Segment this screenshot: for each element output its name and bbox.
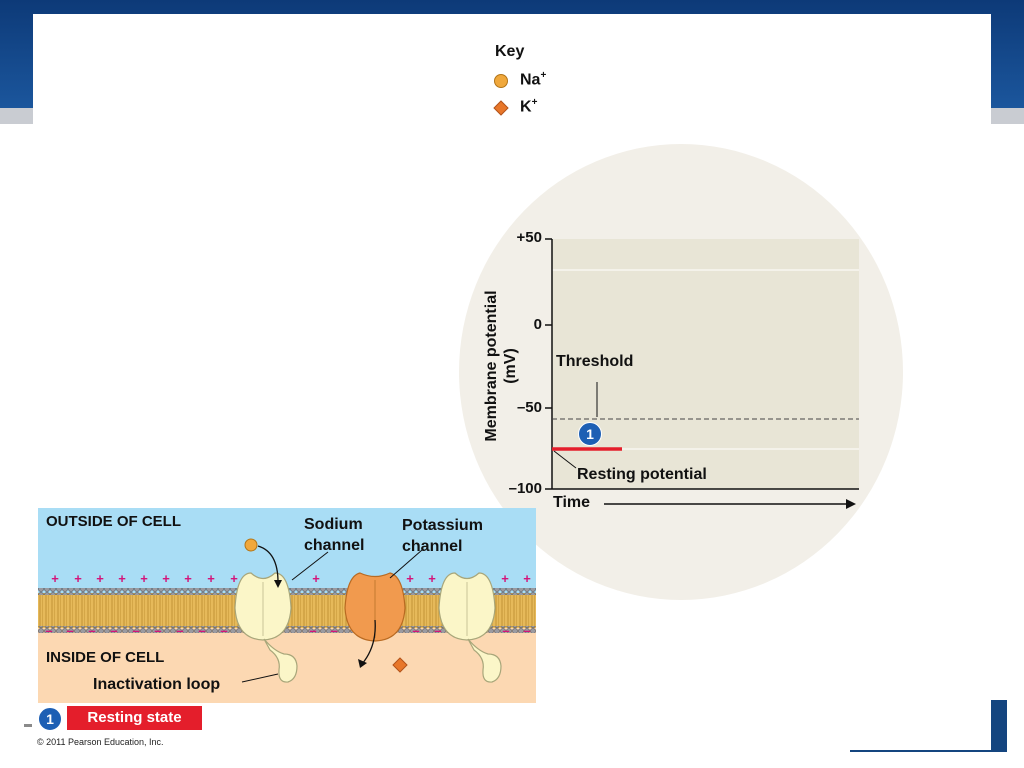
- key-k-icon: [493, 100, 509, 116]
- membrane-diagram: [38, 508, 536, 703]
- outside-charge-2: +: [96, 571, 104, 586]
- potassium-channel-label-line1: Potassium: [402, 517, 483, 534]
- key-k-label: K+: [520, 97, 538, 116]
- y-axis-label-line1: Membrane potential: [483, 290, 500, 442]
- y-axis-label: Membrane potential (mV): [482, 276, 522, 456]
- y-axis-label-line2: (mV): [502, 348, 519, 384]
- outside-charge-4: +: [140, 571, 148, 586]
- inside-charge-0: –: [45, 623, 53, 638]
- membrane-potential-graph: [545, 238, 859, 490]
- outside-of-cell-label: OUTSIDE OF CELL: [46, 513, 181, 530]
- footer-logo-frame: [991, 700, 1007, 752]
- inactivation-loop-label: Inactivation loop: [93, 676, 221, 693]
- tick-label-minus100: –100: [508, 480, 542, 497]
- inside-charge-8: –: [220, 623, 228, 638]
- sodium-channel-1-icon: [234, 572, 298, 683]
- outside-charge-7: +: [207, 571, 215, 586]
- inside-charge-6: –: [176, 623, 184, 638]
- tick-label-plus50: +50: [516, 229, 542, 246]
- outside-charge-10: +: [406, 571, 414, 586]
- outside-charge-11: +: [428, 571, 436, 586]
- inside-of-cell-label: INSIDE OF CELL: [46, 649, 165, 666]
- outside-charge-13: +: [523, 571, 531, 586]
- inside-charge-5: –: [154, 623, 162, 638]
- threshold-label: Threshold: [556, 353, 634, 370]
- inside-charge-1: –: [66, 623, 74, 638]
- outside-charge-0: +: [51, 571, 59, 586]
- sodium-pointer: [291, 551, 329, 581]
- tick-label-0: 0: [533, 316, 542, 333]
- inside-charge-14: –: [523, 623, 531, 638]
- sodium-channel-2-icon: [438, 572, 502, 683]
- key-na-label: Na+: [520, 70, 547, 89]
- sodium-blocked-arrow: [257, 545, 279, 583]
- sodium-channel-label: Sodium channel: [304, 514, 364, 556]
- outside-charge-3: +: [118, 571, 126, 586]
- time-arrow: [604, 499, 856, 509]
- x-axis-label: Time: [553, 494, 591, 511]
- stage-label: Resting state: [67, 706, 202, 730]
- inside-charge-4: –: [132, 623, 140, 638]
- resting-potential-label: Resting potential: [577, 466, 707, 483]
- footer-rule: [850, 750, 991, 752]
- inside-charge-12: –: [434, 623, 442, 638]
- inside-charge-11: –: [412, 623, 420, 638]
- potassium-channel-label: Potassium channel: [402, 515, 483, 557]
- stage-divider: [24, 724, 32, 727]
- sodium-channel-label-line2: channel: [304, 537, 365, 554]
- outside-charge-9: +: [312, 571, 320, 586]
- key-na-icon: [494, 74, 508, 88]
- potassium-pointer: [389, 549, 423, 579]
- potassium-leak-arrow: [361, 619, 376, 665]
- resting-pointer: [553, 450, 577, 469]
- inside-charge-10: –: [330, 623, 338, 638]
- copyright: © 2011 Pearson Education, Inc.: [37, 737, 164, 747]
- outside-charge-8: +: [230, 571, 238, 586]
- outside-charge-12: +: [501, 571, 509, 586]
- sodium-channel-label-line1: Sodium: [304, 516, 363, 533]
- stage-number-badge: 1: [38, 707, 62, 731]
- inside-charge-9: –: [309, 623, 317, 638]
- graph-step-badge: 1: [578, 422, 602, 446]
- outside-charge-1: +: [74, 571, 82, 586]
- key-title: Key: [495, 43, 525, 60]
- outside-charge-6: +: [184, 571, 192, 586]
- inside-charge-2: –: [88, 623, 96, 638]
- inside-charge-7: –: [198, 623, 206, 638]
- potassium-ion-icon: [392, 657, 408, 673]
- bilayer-heads-bottom: [38, 626, 536, 633]
- outside-charge-5: +: [162, 571, 170, 586]
- sodium-ion-icon: [244, 538, 258, 552]
- potassium-channel-label-line2: channel: [402, 538, 463, 555]
- inside-charge-3: –: [110, 623, 118, 638]
- inside-charge-13: –: [502, 623, 510, 638]
- inactivation-pointer: [241, 673, 279, 683]
- tick-label-minus50: –50: [516, 399, 542, 416]
